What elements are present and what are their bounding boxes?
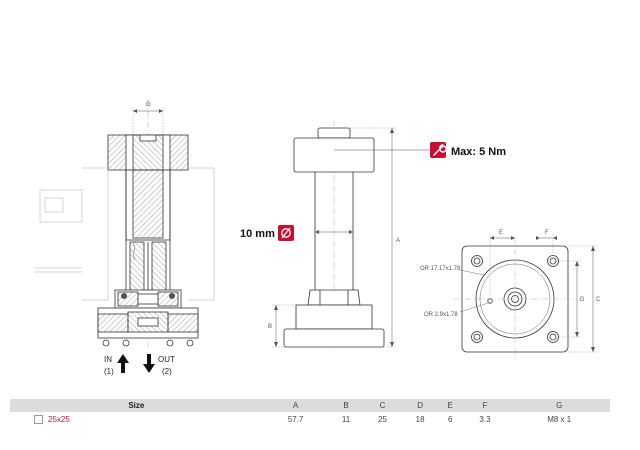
oring-2-label: OR 2.9x1.78 [424, 312, 458, 318]
dim-a-label: A [396, 238, 400, 244]
diameter-label: 10 mm [240, 228, 275, 240]
cell-e: 6 [447, 414, 453, 424]
size-value: 25x25 [48, 414, 70, 424]
header-f: F [461, 399, 509, 412]
header-g: G [508, 399, 610, 412]
oring-1-label: OR 17.17x1.78 [420, 266, 461, 272]
wrench-icon [430, 142, 447, 158]
cell-f: 3.3 [479, 414, 491, 424]
in-label: IN [104, 355, 112, 364]
out-label: OUT [158, 355, 175, 364]
dim-g-label-top: G [146, 102, 151, 108]
dim-d-label: D [580, 297, 585, 303]
size-checkbox[interactable] [34, 415, 43, 424]
top-view [454, 234, 597, 360]
dim-f-label: F [545, 230, 549, 236]
section-view [34, 100, 215, 350]
out-port-label: (2) [162, 367, 172, 376]
header-a: A [262, 399, 329, 412]
in-port-label: (1) [104, 367, 114, 376]
diameter-icon [278, 225, 294, 241]
cell-c: 25 [378, 414, 387, 424]
cell-g: M8 x 1 [547, 414, 572, 424]
side-view [272, 120, 430, 350]
cell-a: 57.7 [287, 414, 304, 424]
dim-b-label: B [268, 324, 272, 330]
header-size: Size [10, 399, 263, 412]
header-b: B [328, 399, 364, 412]
cell-b: 11 [341, 414, 351, 424]
technical-drawing: G IN (1) OUT (2) [34, 100, 601, 376]
header-e: E [438, 399, 462, 412]
header-d: D [401, 399, 439, 412]
cell-d: 18 [415, 414, 425, 424]
max-torque-label: Max: 5 Nm [451, 146, 506, 158]
arrow-up-icon [117, 354, 129, 373]
size-cell[interactable]: 25x25 [10, 412, 263, 426]
arrow-down-icon [143, 354, 155, 373]
dim-c-label: C [596, 297, 601, 303]
header-c: C [363, 399, 402, 412]
dim-e-label: E [499, 230, 503, 236]
spec-table: Size A B C D E F G 25x25 57.7 11 25 18 6… [10, 399, 610, 426]
flow-labels: G IN (1) OUT (2) [104, 102, 175, 376]
spec-table-header-row: Size A B C D E F G [10, 399, 610, 412]
table-row[interactable]: 25x25 57.7 11 25 18 6 3.3 M8 x 1 [10, 412, 610, 426]
